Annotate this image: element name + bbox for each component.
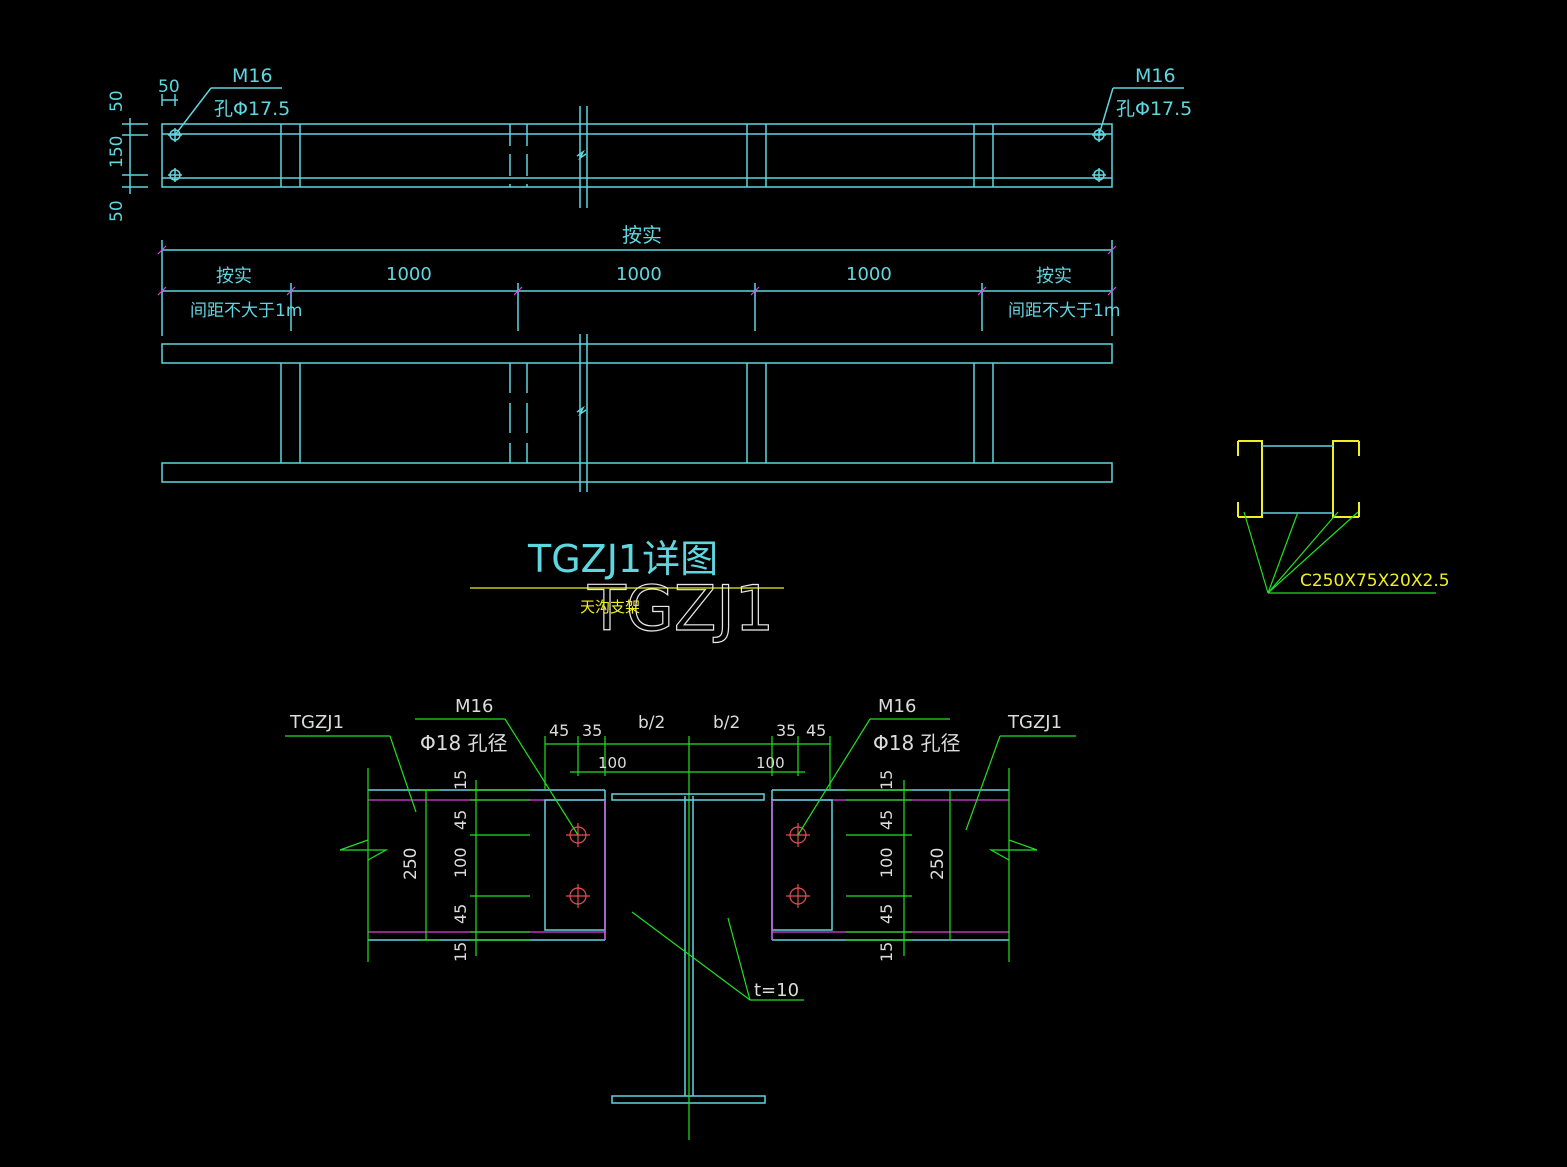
left-hole-label: 孔Φ17.5 — [214, 98, 290, 120]
end-left-note: 间距不大于1m — [190, 301, 302, 321]
section-detail: C250X75X20X2.5 — [1237, 440, 1450, 594]
dim-45-right: 45 — [806, 721, 826, 740]
dim-35-left: 35 — [582, 721, 602, 740]
left-hole-callout: Φ18 孔径 — [420, 731, 508, 755]
span-dimensions: 按实 按实 间距不大于1m 1000 1000 1000 按实 间距不大于1m — [157, 223, 1120, 336]
bolt-marker — [566, 884, 590, 908]
vdim-45a-left: 45 — [451, 810, 470, 830]
vdim-top: 50 — [107, 90, 127, 112]
dim-100-right: 100 — [756, 754, 785, 772]
bolt-marker — [786, 884, 810, 908]
end-right-note: 间距不大于1m — [1008, 301, 1120, 321]
mid-dim-3: 1000 — [846, 264, 892, 285]
plan-break-line — [576, 106, 588, 208]
vdim-15b-right: 15 — [877, 942, 896, 962]
vdim-45b-left: 45 — [451, 904, 470, 924]
elevation-view — [161, 334, 1113, 492]
title-sub: 天沟支架 — [580, 598, 640, 616]
vdim-45a-right: 45 — [877, 810, 896, 830]
vdim-100-left: 100 — [451, 847, 470, 878]
overall-dim: 按实 — [622, 223, 662, 247]
end-right-dim: 按实 — [1036, 266, 1072, 287]
vdim-100-right: 100 — [877, 847, 896, 878]
right-hole-label: 孔Φ17.5 — [1116, 98, 1192, 120]
dim-100-left: 100 — [598, 754, 627, 772]
right-member-label: TGZJ1 — [1007, 712, 1062, 733]
vdim-15a-left: 15 — [451, 770, 470, 790]
left-bolt-callout: M16 — [455, 696, 493, 717]
mid-dim-1: 1000 — [386, 264, 432, 285]
end-left-dim: 按实 — [216, 266, 252, 287]
drawing-title: TGZJ1详图 TGZJ1 天沟支架 — [470, 537, 784, 646]
plan-outline — [161, 123, 1113, 188]
title-big: TGZJ1 — [587, 572, 774, 645]
mid-dim-2: 1000 — [616, 264, 662, 285]
right-bolt-label: M16 — [1135, 65, 1176, 87]
dim-b2-left: b/2 — [638, 713, 665, 733]
height-right: 250 — [928, 848, 948, 880]
vdim-45b-right: 45 — [877, 904, 896, 924]
edge-dim: 50 — [158, 77, 180, 97]
top-plan-view: M16 孔Φ17.5 M16 孔Φ17.5 50 50 150 50 — [107, 65, 1192, 222]
left-bolt-label: M16 — [232, 65, 273, 87]
title-main: TGZJ1详图 — [527, 537, 718, 581]
right-hole-callout: Φ18 孔径 — [873, 731, 961, 755]
plate-thickness: t=10 — [754, 980, 799, 1001]
vdim-mid: 150 — [107, 136, 127, 168]
dim-45-left: 45 — [549, 721, 569, 740]
right-bolt-callout: M16 — [878, 696, 916, 717]
connection-detail: 45 35 b/2 b/2 35 45 100 100 M16 Φ18 孔径 M… — [285, 696, 1076, 1140]
dim-35-right: 35 — [776, 721, 796, 740]
section-label: C250X75X20X2.5 — [1300, 571, 1450, 591]
height-left: 250 — [401, 848, 421, 880]
vdim-bottom: 50 — [107, 200, 127, 222]
vdim-15a-right: 15 — [877, 770, 896, 790]
vdim-15b-left: 15 — [451, 942, 470, 962]
plan-purlin-marks — [280, 124, 994, 187]
dim-b2-right: b/2 — [713, 713, 740, 733]
left-member-label: TGZJ1 — [289, 712, 344, 733]
